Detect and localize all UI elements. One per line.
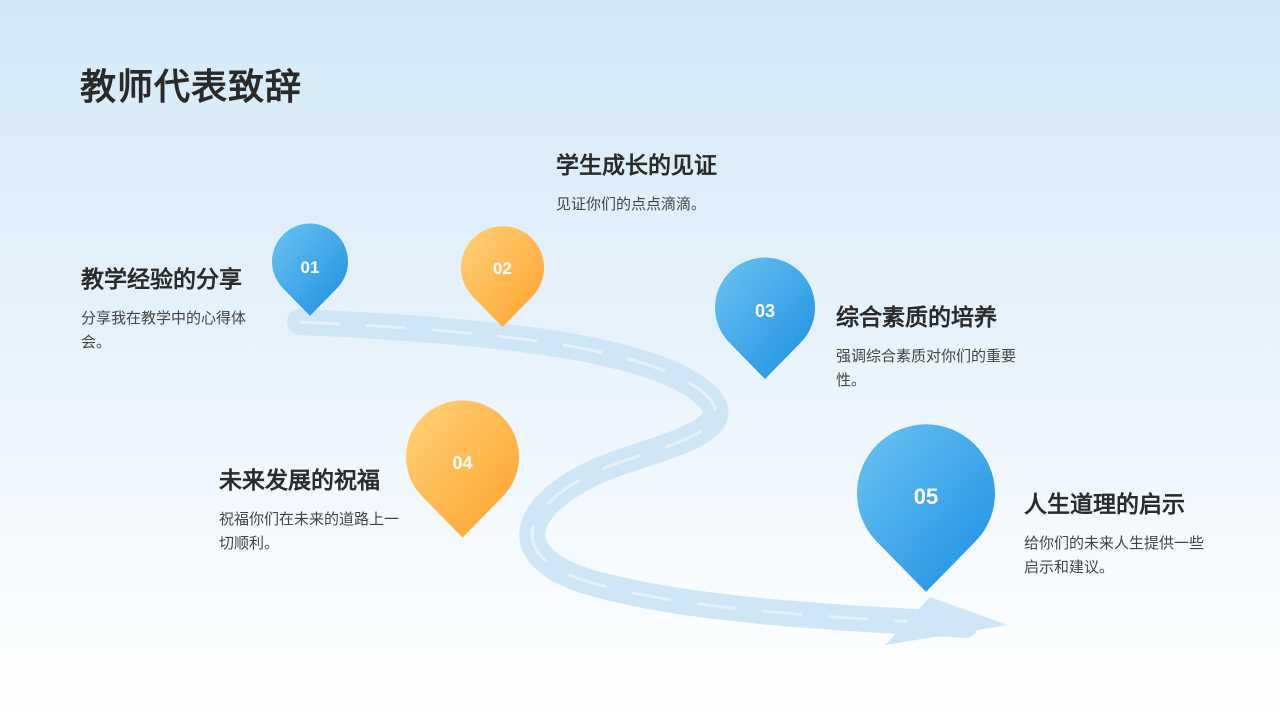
step-description: 分享我在教学中的心得体会。	[81, 309, 247, 351]
map-pin-icon	[857, 424, 995, 592]
step-04: 未来发展的祝福 祝福你们在未来的道路上一切顺利。	[219, 465, 401, 555]
step-title: 教学经验的分享	[81, 267, 242, 293]
step-description: 祝福你们在未来的道路上一切顺利。	[219, 510, 400, 552]
pin-number: 01	[300, 258, 320, 277]
step-title: 人生道理的启示	[1024, 492, 1185, 518]
map-pin-icon	[406, 400, 519, 538]
pin-number: 03	[754, 301, 776, 321]
pin-number: 02	[493, 259, 512, 278]
step-description: 见证你们的点点滴滴。	[556, 195, 707, 213]
step-description: 强调综合素质对你们的重要性。	[836, 347, 1017, 389]
pin-04: 04	[406, 400, 519, 538]
slide-title: 教师代表致辞	[80, 67, 303, 108]
step-title: 未来发展的祝福	[219, 468, 380, 494]
pin-01: 01	[272, 223, 348, 316]
step-02: 学生成长的见证 见证你们的点点滴滴。	[556, 150, 796, 216]
pin-number: 04	[452, 453, 473, 473]
step-01: 教学经验的分享 分享我在教学中的心得体会。	[81, 264, 266, 354]
map-pin-icon	[461, 226, 544, 327]
step-description: 给你们的未来人生提供一些启示和建议。	[1024, 534, 1205, 576]
map-pin-icon	[272, 223, 348, 316]
map-pin-icon	[715, 257, 815, 379]
step-05: 人生道理的启示 给你们的未来人生提供一些启示和建议。	[1024, 489, 1206, 579]
pin-03: 03	[715, 257, 815, 379]
pin-05: 05	[857, 424, 995, 592]
pin-number: 05	[913, 484, 939, 509]
step-03: 综合素质的培养 强调综合素质对你们的重要性。	[836, 302, 1016, 392]
pin-02: 02	[461, 226, 544, 327]
step-title: 综合素质的培养	[836, 305, 997, 331]
step-title: 学生成长的见证	[556, 153, 717, 179]
